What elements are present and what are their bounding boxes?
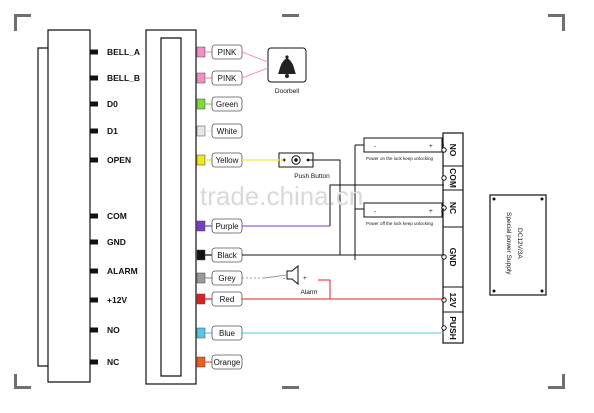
pin-open [90,157,98,163]
wire-tag-box-10 [211,354,243,370]
right-terminal-com: COM [448,168,458,188]
wire-label-red: Red [220,295,235,304]
pin-com [90,213,98,219]
wire-lead-1 [196,72,206,84]
right-terminal-12v: 12V [448,292,458,307]
wire-label-white: White [217,127,238,136]
crop-marks [14,14,565,389]
terminal-label-12v: +12V [107,295,127,305]
left-terminal-block [37,29,91,383]
alarm-label: Alarm [301,289,318,296]
screw-12v [441,297,447,303]
wire-label-orange: Orange [214,358,241,367]
wire-lead-3 [196,125,206,137]
wire-label-blue: Blue [219,329,236,338]
wire-lead-7 [196,272,206,284]
svg-text:+: + [429,208,433,215]
wire-lead-8 [196,293,206,305]
wire-lead-5 [196,220,206,232]
pin-bell-a [90,49,98,55]
alarm: Alarm - + [283,264,318,296]
wire-lead-4 [196,154,206,166]
svg-text:-: - [374,208,376,215]
terminal-label-gnd: GND [107,237,126,247]
wire-tag-box-2 [211,96,243,112]
terminal-label-bell-a: BELL_A [107,47,140,57]
pin-gnd [90,239,98,245]
wire-lead-6 [196,249,206,261]
lock-off-text: Power off the lock keep unlocking [366,221,433,226]
wire-label-pink: PINK [218,74,237,83]
pin-nc [90,359,98,365]
pin-12v [90,297,98,303]
bell-icon [278,58,296,74]
terminal-label-alarm: ALARM [107,266,138,276]
right-terminal-nc: NC [448,202,458,214]
pin-d0 [90,101,98,107]
wire-label-green: Green [216,100,238,109]
svg-text:+: + [429,143,433,150]
terminal-label-d1: D1 [107,126,118,136]
speaker-icon [286,264,299,286]
power-supply-description: Special power Supply [505,212,512,275]
right-terminal-labels: NO COM NC GND 12V PUSH [441,144,458,340]
doorbell-label: Doorbell [275,88,300,95]
right-terminal-no: NO [448,144,458,157]
wire-leads [196,46,212,368]
terminal-label-open: OPEN [107,155,131,165]
right-terminal-strip [442,132,464,344]
wire-label-pink: PINK [218,48,237,57]
wire-label-yellow: Yellow [216,156,239,165]
wire-lead-9 [196,327,206,339]
screw-com [441,175,447,181]
pin-alarm [90,268,98,274]
wire-lead-10 [196,356,206,368]
connector-block [145,29,197,385]
lock-on-text: Power on the lock keep unlocking [366,156,434,161]
svg-text:-: - [283,275,285,282]
right-terminal-push: PUSH [448,316,458,340]
left-terminal-pins [90,49,98,365]
wire-label-purple: Purple [215,222,239,231]
screw-nc [441,205,447,211]
wire-label-black: Black [217,251,238,260]
screw-push [441,325,447,331]
pin-no [90,327,98,333]
terminal-label-nc: NC [107,357,119,367]
watermark: trade.china.cn [200,181,363,211]
terminal-label-bell-b: BELL_B [107,73,140,83]
power-supply: DC12V/3A Special power Supply [489,194,547,296]
power-supply-rating: DC12V/3A [516,228,523,259]
wire-tag-box-3 [211,123,243,139]
wire-lead-0 [196,46,206,58]
terminal-label-com: COM [107,211,127,221]
connection-lines [241,51,444,334]
terminal-label-d0: D0 [107,99,118,109]
right-terminal-gnd: GND [448,248,458,267]
terminal-label-no: NO [107,325,120,335]
pin-d1 [90,128,98,134]
screw-no [441,147,447,153]
lock-boxes: - + Power on the lock keep unlocking - +… [363,137,443,226]
svg-text:+: + [303,275,307,282]
wire-tags: PINK PINK GreenWhiteYellowPurpleBlackGreyR… [211,44,243,370]
wire-lead-2 [196,98,206,110]
push-button-label: Push Button [294,173,330,180]
doorbell: Doorbell [267,47,307,95]
push-button: Push Button [278,152,330,180]
pin-bell-b [90,75,98,81]
wire-label-grey: Grey [218,274,235,283]
svg-text:-: - [374,143,376,150]
